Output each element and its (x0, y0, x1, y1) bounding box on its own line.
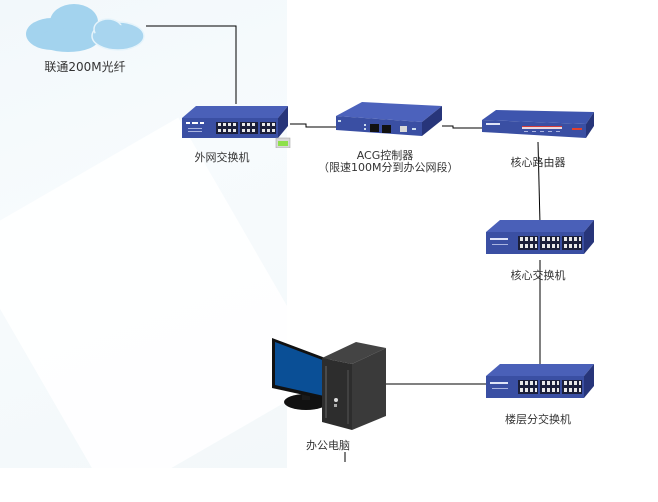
office-pc-label: 办公电脑 (306, 439, 350, 452)
acg-sublabel: （限速100M分到办公网段） (318, 161, 459, 174)
edge-wan-switch-acg (290, 123, 336, 128)
cloud-icon (26, 4, 145, 52)
acg-controller-icon[interactable] (334, 100, 444, 142)
office-pc-icon[interactable] (270, 336, 390, 432)
core-switch-label: 核心交换机 (510, 269, 566, 282)
isp-label: 联通200M光纤 (44, 60, 126, 74)
edge-router-core-switch (537, 141, 541, 225)
edge-isp-wan-switch (146, 25, 237, 104)
connection-lines (146, 25, 541, 462)
wan-switch-label: 外网交换机 (194, 151, 250, 164)
floor-switch-icon[interactable] (484, 362, 596, 404)
edge-acg-router (442, 125, 482, 129)
floor-switch-label: 楼层分交换机 (505, 413, 571, 426)
core-router-icon[interactable] (480, 108, 596, 144)
core-switch-icon[interactable] (484, 218, 596, 260)
core-router-label: 核心路由器 (510, 156, 566, 169)
acg-label: ACG控制器 (356, 149, 414, 162)
wan-switch-icon[interactable] (178, 104, 292, 148)
